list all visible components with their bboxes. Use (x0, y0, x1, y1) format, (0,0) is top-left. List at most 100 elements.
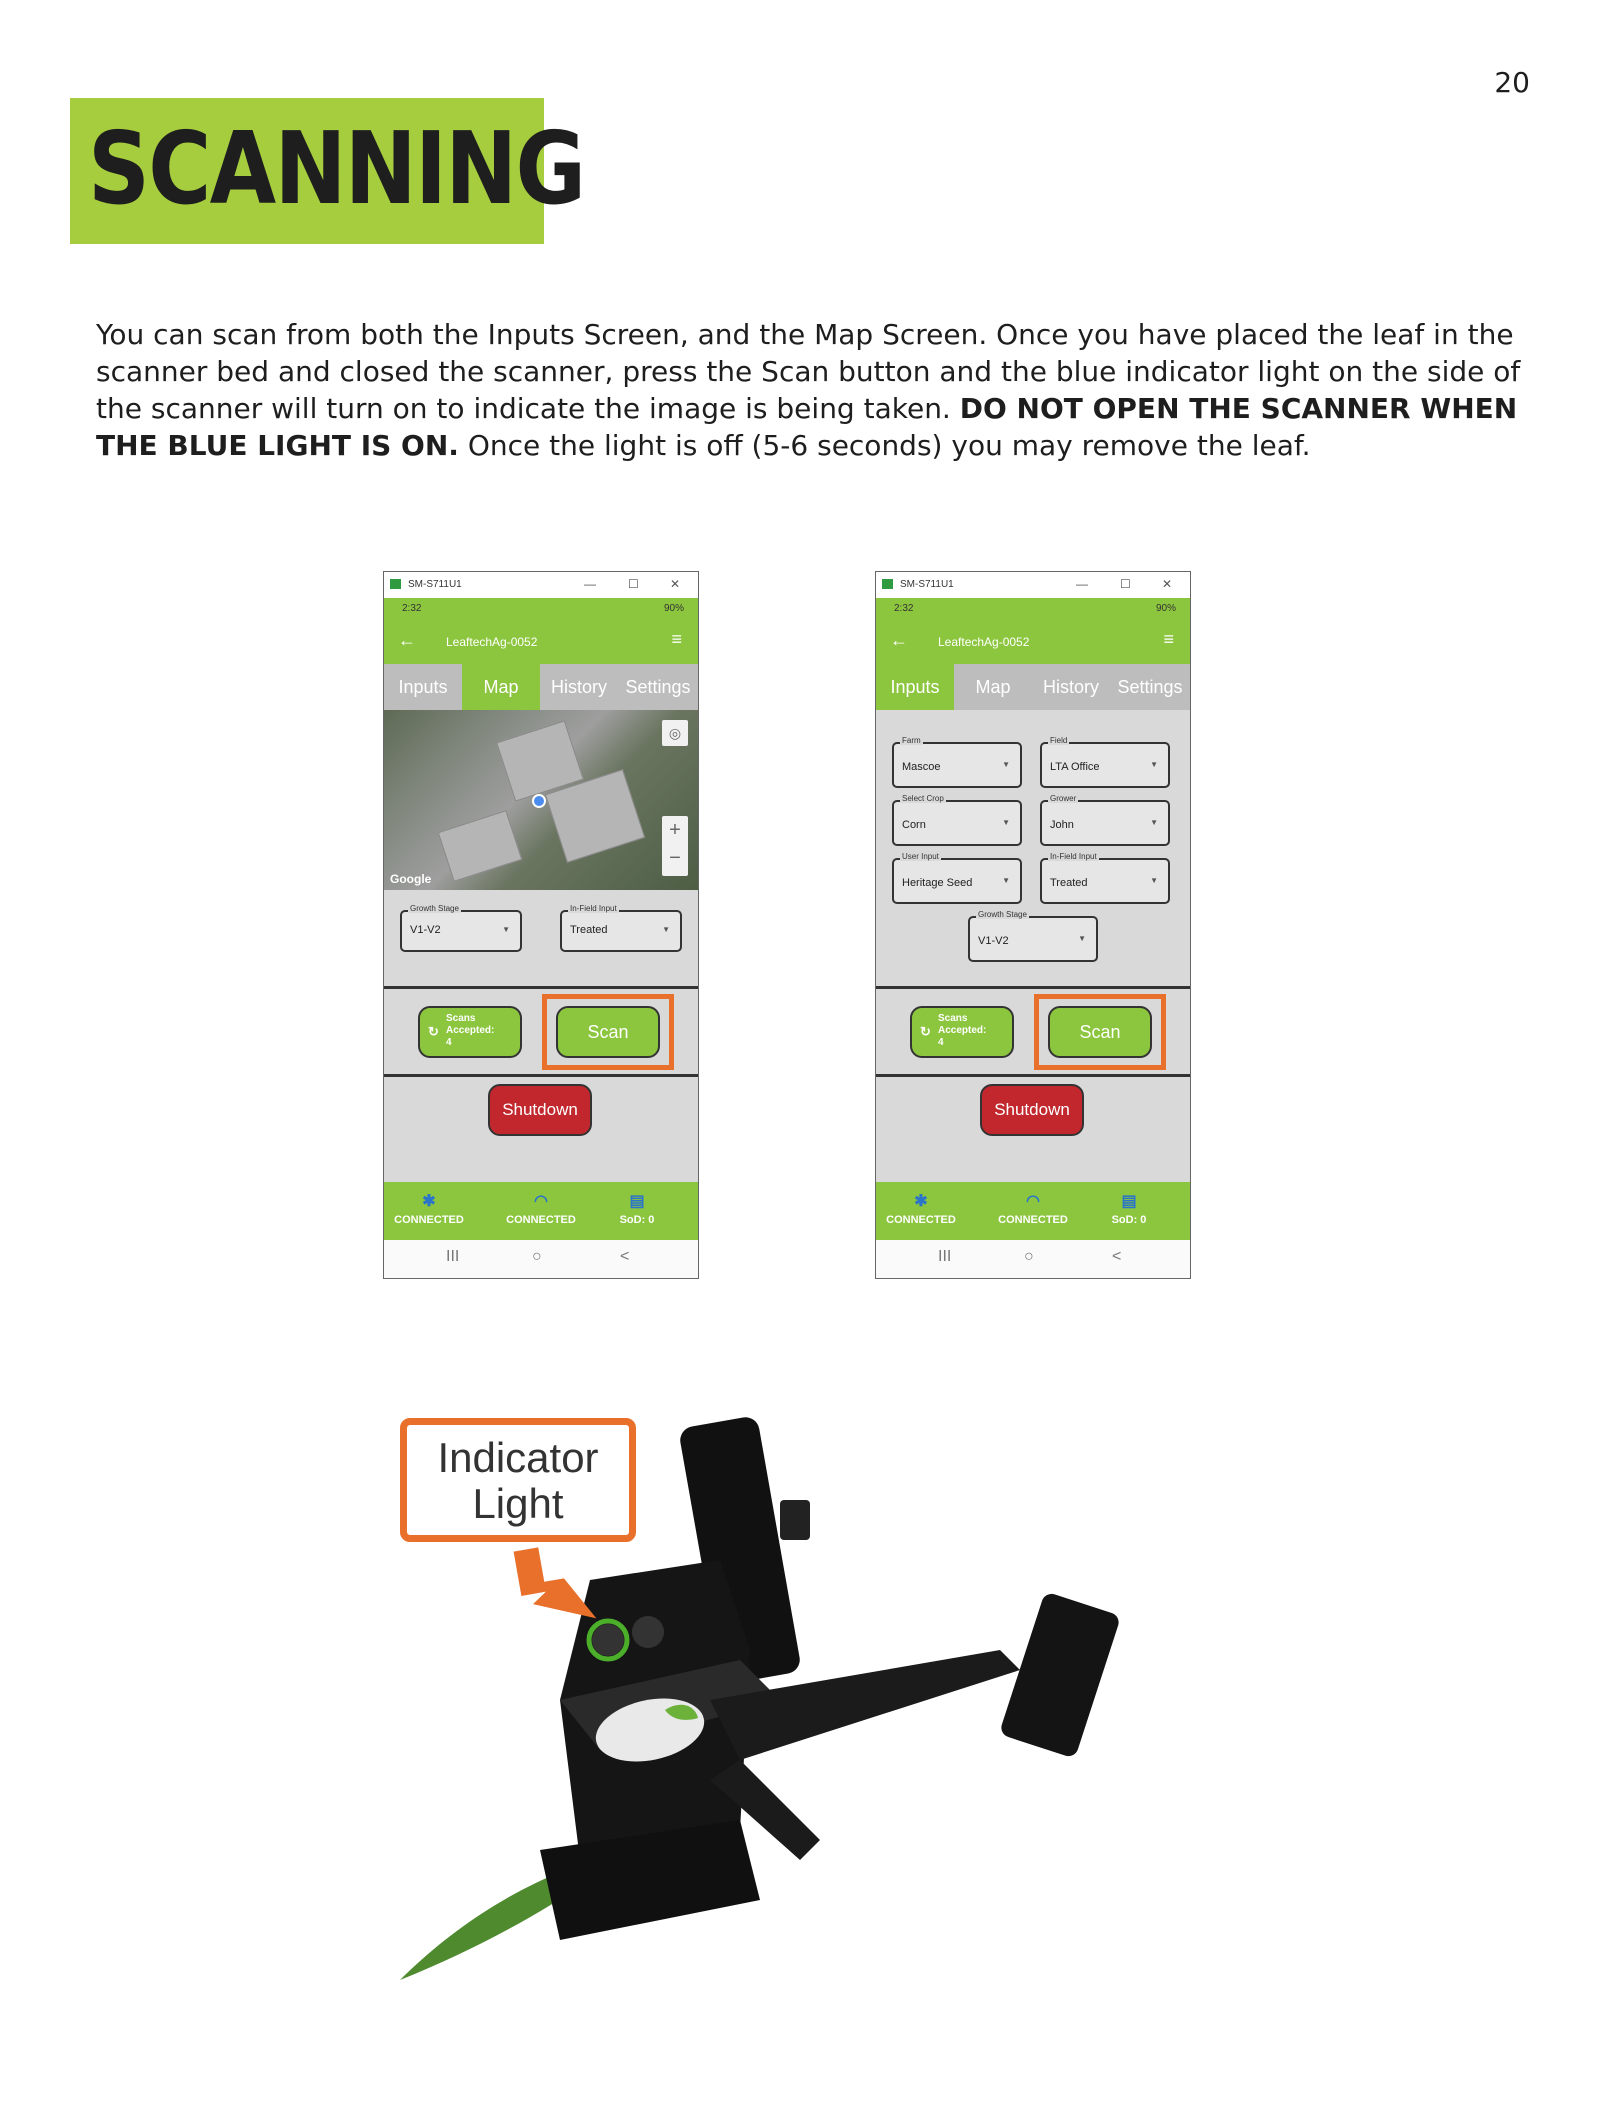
scans-line1: Scans (446, 1013, 476, 1024)
minimize-button[interactable]: — (1076, 577, 1088, 591)
caret-down-icon: ▼ (502, 925, 510, 934)
maximize-button[interactable]: ☐ (628, 577, 639, 591)
zoom-out-icon[interactable]: − (669, 847, 681, 869)
dropdown-value: V1-V2 (978, 935, 1009, 947)
wifi-status: ◠CONNECTED (988, 1190, 1078, 1226)
tab-settings[interactable]: Settings (625, 677, 691, 697)
growth-stage-dropdown[interactable]: Growth Stage V1-V2 ▼ (968, 910, 1098, 962)
back-arrow-icon[interactable]: ← (398, 630, 416, 650)
tab-inputs[interactable]: Inputs (876, 664, 954, 710)
scanner-handle (710, 1650, 1020, 1760)
caret-down-icon: ▼ (1150, 760, 1158, 769)
window-title-bar: SM-S711U1 — ☐ ✕ (384, 572, 698, 598)
scans-count: 4 (446, 1037, 452, 1048)
locate-icon[interactable]: ◎ (662, 720, 688, 746)
scans-count: 4 (938, 1037, 944, 1048)
map-content: ◎ + − Google Growth Stage V1-V2 ▼ In-Fiel… (384, 710, 698, 1144)
refresh-icon: ↻ (428, 1024, 439, 1039)
in-field-input-dropdown[interactable]: In-Field Input Treated ▼ (1040, 852, 1170, 904)
logo-leaf-icon (665, 1704, 698, 1720)
dropdown-value: Mascoe (902, 761, 941, 773)
zoom-in-icon[interactable]: + (669, 819, 681, 841)
bluetooth-status: ✱CONNECTED (876, 1190, 966, 1226)
phone-mount (680, 1417, 800, 1683)
grower-dropdown[interactable]: Grower John ▼ (1040, 794, 1170, 846)
home-icon[interactable]: ○ (532, 1248, 542, 1265)
window-title-bar: SM-S711U1 — ☐ ✕ (876, 572, 1190, 598)
device-name: LeaftechAg-0052 (938, 635, 1030, 649)
tab-bar: Inputs Map History Settings (384, 664, 698, 710)
map-view[interactable]: ◎ + − Google (384, 710, 698, 890)
dropdown-label: Farm (900, 736, 923, 745)
caret-down-icon: ▼ (1150, 876, 1158, 885)
status-bar: 2:32 90% (876, 598, 1190, 620)
scan-highlight-box (542, 994, 674, 1070)
dropdown-value: LTA Office (1050, 761, 1100, 773)
user-input-dropdown[interactable]: User Input Heritage Seed ▼ (892, 852, 1022, 904)
recents-icon[interactable]: III (446, 1248, 460, 1265)
menu-icon[interactable]: ≡ (671, 629, 682, 649)
inputs-content: Farm Mascoe ▼ Field LTA Office ▼ Select … (876, 710, 1190, 1144)
intro-text-2: Once the light is off (5-6 seconds) you … (458, 429, 1311, 462)
tab-map[interactable]: Map (462, 664, 540, 710)
minimize-button[interactable]: — (584, 577, 596, 591)
tab-history[interactable]: History (1042, 677, 1099, 697)
shutdown-button[interactable]: Shutdown (980, 1084, 1084, 1136)
wifi-text: CONNECTED (506, 1214, 576, 1226)
bluetooth-text: CONNECTED (886, 1214, 956, 1226)
nav-back-icon[interactable]: < (1112, 1248, 1122, 1265)
crop-dropdown[interactable]: Select Crop Corn ▼ (892, 794, 1022, 846)
status-battery: 90% (663, 603, 684, 614)
callout-arrow-icon (513, 1547, 597, 1619)
caret-down-icon: ▼ (1078, 934, 1086, 943)
sod-status: ▤SoD: 0 (592, 1190, 682, 1226)
menu-icon[interactable]: ≡ (1163, 629, 1174, 649)
tab-map[interactable]: Map (975, 677, 1011, 697)
bluetooth-text: CONNECTED (394, 1214, 464, 1226)
field-dropdown[interactable]: Field LTA Office ▼ (1040, 736, 1170, 788)
dropdown-label: Field (1048, 736, 1070, 745)
tab-inputs[interactable]: Inputs (398, 677, 448, 697)
growth-stage-dropdown[interactable]: Growth Stage V1-V2 ▼ (400, 904, 522, 952)
divider (384, 986, 698, 989)
dropdown-label: Select Crop (900, 794, 946, 803)
dropdown-value: V1-V2 (410, 924, 441, 936)
dropdown-value: Treated (1050, 877, 1088, 889)
divider (876, 1074, 1190, 1077)
refresh-icon: ↻ (920, 1024, 931, 1039)
scans-line2: Accepted: (938, 1025, 987, 1036)
divider (876, 986, 1190, 989)
bluetooth-icon: ✱ (422, 1193, 436, 1210)
in-field-input-dropdown[interactable]: In-Field Input Treated ▼ (560, 904, 682, 952)
google-logo: Google (390, 872, 432, 886)
farm-dropdown[interactable]: Farm Mascoe ▼ (892, 736, 1022, 788)
title-banner: SCANNING (70, 98, 586, 244)
app-icon (882, 579, 893, 589)
close-button[interactable]: ✕ (670, 577, 681, 591)
scanner-base (540, 1820, 760, 1940)
caret-down-icon: ▼ (662, 925, 670, 934)
close-button[interactable]: ✕ (1162, 577, 1173, 591)
sod-text: SoD: 0 (1111, 1214, 1147, 1226)
back-arrow-icon[interactable]: ← (890, 630, 908, 650)
status-bar: 2:32 90% (384, 598, 698, 620)
scan-button[interactable]: Scan (1048, 1006, 1152, 1058)
tab-settings[interactable]: Settings (1117, 677, 1183, 697)
dropdown-value: Heritage Seed (902, 877, 973, 889)
dropdown-label: In-Field Input (1048, 852, 1099, 861)
home-icon[interactable]: ○ (1024, 1248, 1034, 1265)
connection-bar: ✱CONNECTED ◠CONNECTED ▤ SoD: 0 (876, 1182, 1190, 1240)
maximize-button[interactable]: ☐ (1120, 577, 1131, 591)
shutdown-button[interactable]: Shutdown (488, 1084, 592, 1136)
scan-button[interactable]: Scan (556, 1006, 660, 1058)
location-dot-icon (532, 794, 546, 808)
tab-history[interactable]: History (550, 677, 607, 697)
recents-icon[interactable]: III (938, 1248, 952, 1265)
scanner-icon: ▤ (1121, 1193, 1137, 1210)
nav-back-icon[interactable]: < (620, 1248, 630, 1265)
